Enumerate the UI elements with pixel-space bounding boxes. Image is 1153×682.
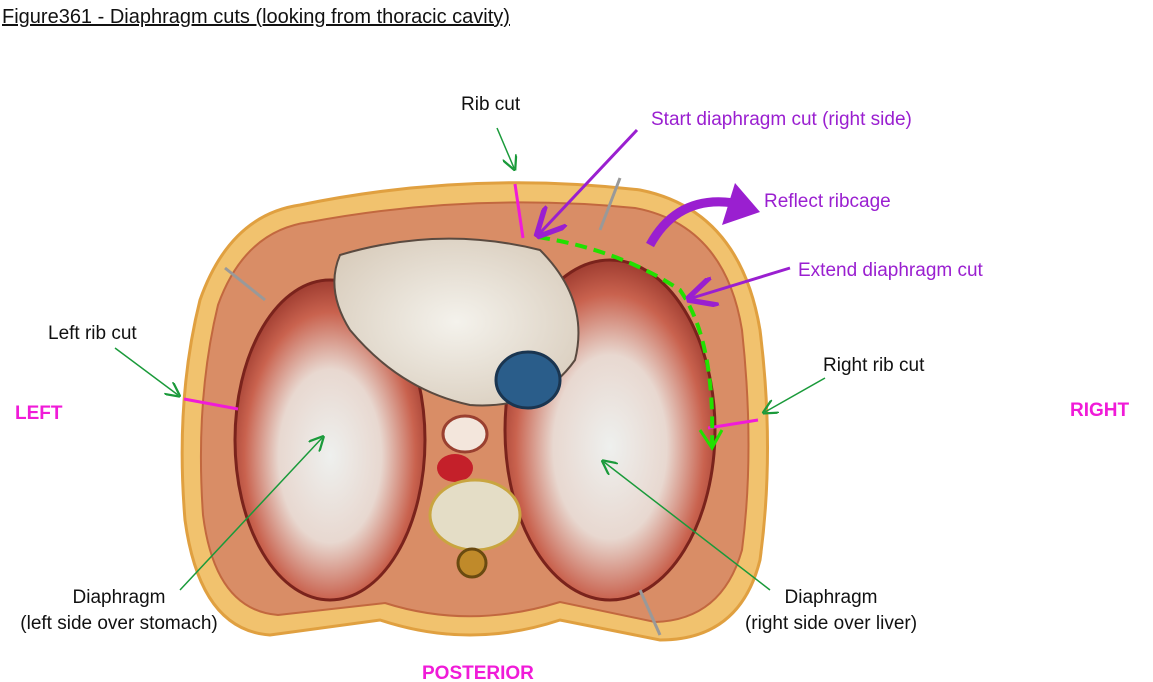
aorta: [437, 454, 473, 482]
rib-cut-mark: [513, 183, 525, 239]
left-rib-cut-pointer: [114, 347, 178, 395]
right-diaphragm-title: Diaphragm: [784, 587, 878, 608]
right-rib-cut-pointer: [765, 377, 826, 412]
right-diaphragm-pointer: [604, 462, 771, 591]
vertebra: [428, 478, 522, 552]
left-diaphragm-title: Diaphragm: [72, 587, 166, 608]
left-diaphragm-note: (left side over stomach): [20, 613, 218, 634]
rib-cut-pointer: [496, 127, 514, 168]
right-rib-cut-mark: [707, 418, 759, 430]
right-side-label: RIGHT: [1070, 400, 1130, 421]
right-rib-cut-label: Right rib cut: [823, 355, 925, 376]
posterior-label: POSTERIOR: [422, 663, 534, 682]
cut-end-arrowhead: [698, 429, 724, 451]
retractor: [224, 266, 266, 302]
left-diaphragm-pointer: [179, 438, 322, 591]
left-rib-cut-mark: [183, 397, 239, 411]
left-side-label: LEFT: [15, 403, 63, 424]
left-diaphragm-label: Diaphragm (left side over stomach): [4, 588, 234, 633]
reflect-ribcage-label: Reflect ribcage: [764, 191, 891, 212]
reflect-arrowhead: [722, 183, 760, 225]
left-rib-cut-label: Left rib cut: [48, 323, 137, 344]
extend-cut-label: Extend diaphragm cut: [798, 260, 983, 281]
retractor: [638, 589, 662, 636]
right-diaphragm-note: (right side over liver): [744, 613, 918, 634]
vena-cava: [494, 350, 562, 410]
start-cut-pointer: [540, 128, 639, 233]
retractor: [598, 177, 622, 231]
left-diaphragm-dome: [233, 278, 427, 602]
figure-title: Figure361 - Diaphragm cuts (looking from…: [2, 6, 510, 28]
rib-cut-label: Rib cut: [461, 94, 521, 115]
spinal-cord: [456, 547, 488, 579]
esophagus: [441, 414, 489, 454]
start-cut-label: Start diaphragm cut (right side): [651, 109, 912, 130]
right-diaphragm-label: Diaphragm (right side over liver): [731, 588, 931, 633]
extend-cut-pointer: [692, 266, 791, 298]
diaphragm-cut-path: [537, 235, 715, 446]
